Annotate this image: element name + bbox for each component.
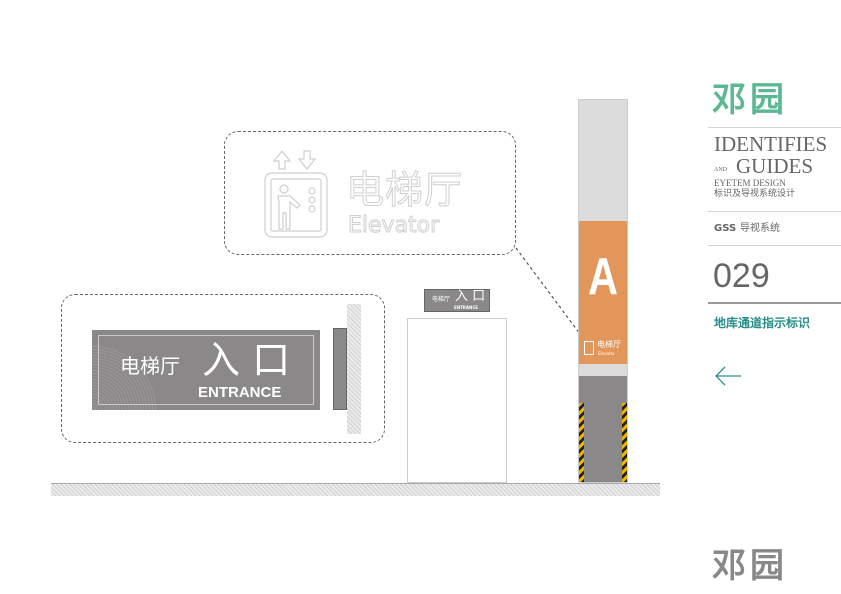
title-line2: GUIDES (736, 154, 813, 178)
entrance-sign-en: ENTRANCE (198, 384, 282, 401)
elevator-icon (584, 341, 594, 355)
door (407, 318, 507, 483)
elevator-callout-en: Elevator (347, 213, 440, 238)
sign-side-view (333, 328, 347, 410)
hazard-stripe (622, 403, 627, 482)
entrance-sign: 电梯厅 入 口 ENTRANCE (92, 330, 320, 410)
elevator-callout-cn: 电梯厅 (345, 168, 464, 212)
hazard-stripe (579, 403, 584, 482)
entrance-sign-cn-large: 入 口 (202, 338, 291, 382)
pillar-letter: A (587, 248, 619, 306)
small-entrance-sign: 电梯厅 入 口 ENTRANCE (424, 289, 490, 312)
page-number: 029 (713, 257, 770, 295)
elevator-callout (224, 131, 516, 255)
elevator-icon (264, 150, 328, 238)
floor (51, 483, 660, 496)
brand-logo: 邓园 (712, 80, 788, 120)
subtitle-en: EYETEM DESIGN (714, 178, 786, 188)
arrow-left-icon[interactable] (714, 365, 742, 387)
footer-logo: 邓园 (712, 546, 788, 586)
entrance-sign-cn-small: 电梯厅 (120, 354, 180, 378)
title-and: AND (714, 167, 727, 173)
pillar: A 电梯厅 Elevator (578, 99, 628, 483)
system-code: GSS (714, 223, 737, 234)
entrance-callout (61, 294, 385, 443)
subtitle-cn: 标识及导视系统设计 (714, 189, 796, 199)
section-title: 地库通道指示标识 (714, 316, 811, 330)
system-name: 导视系统 (740, 223, 780, 234)
wall (347, 304, 361, 434)
title-line1: IDENTIFIES (714, 132, 828, 156)
